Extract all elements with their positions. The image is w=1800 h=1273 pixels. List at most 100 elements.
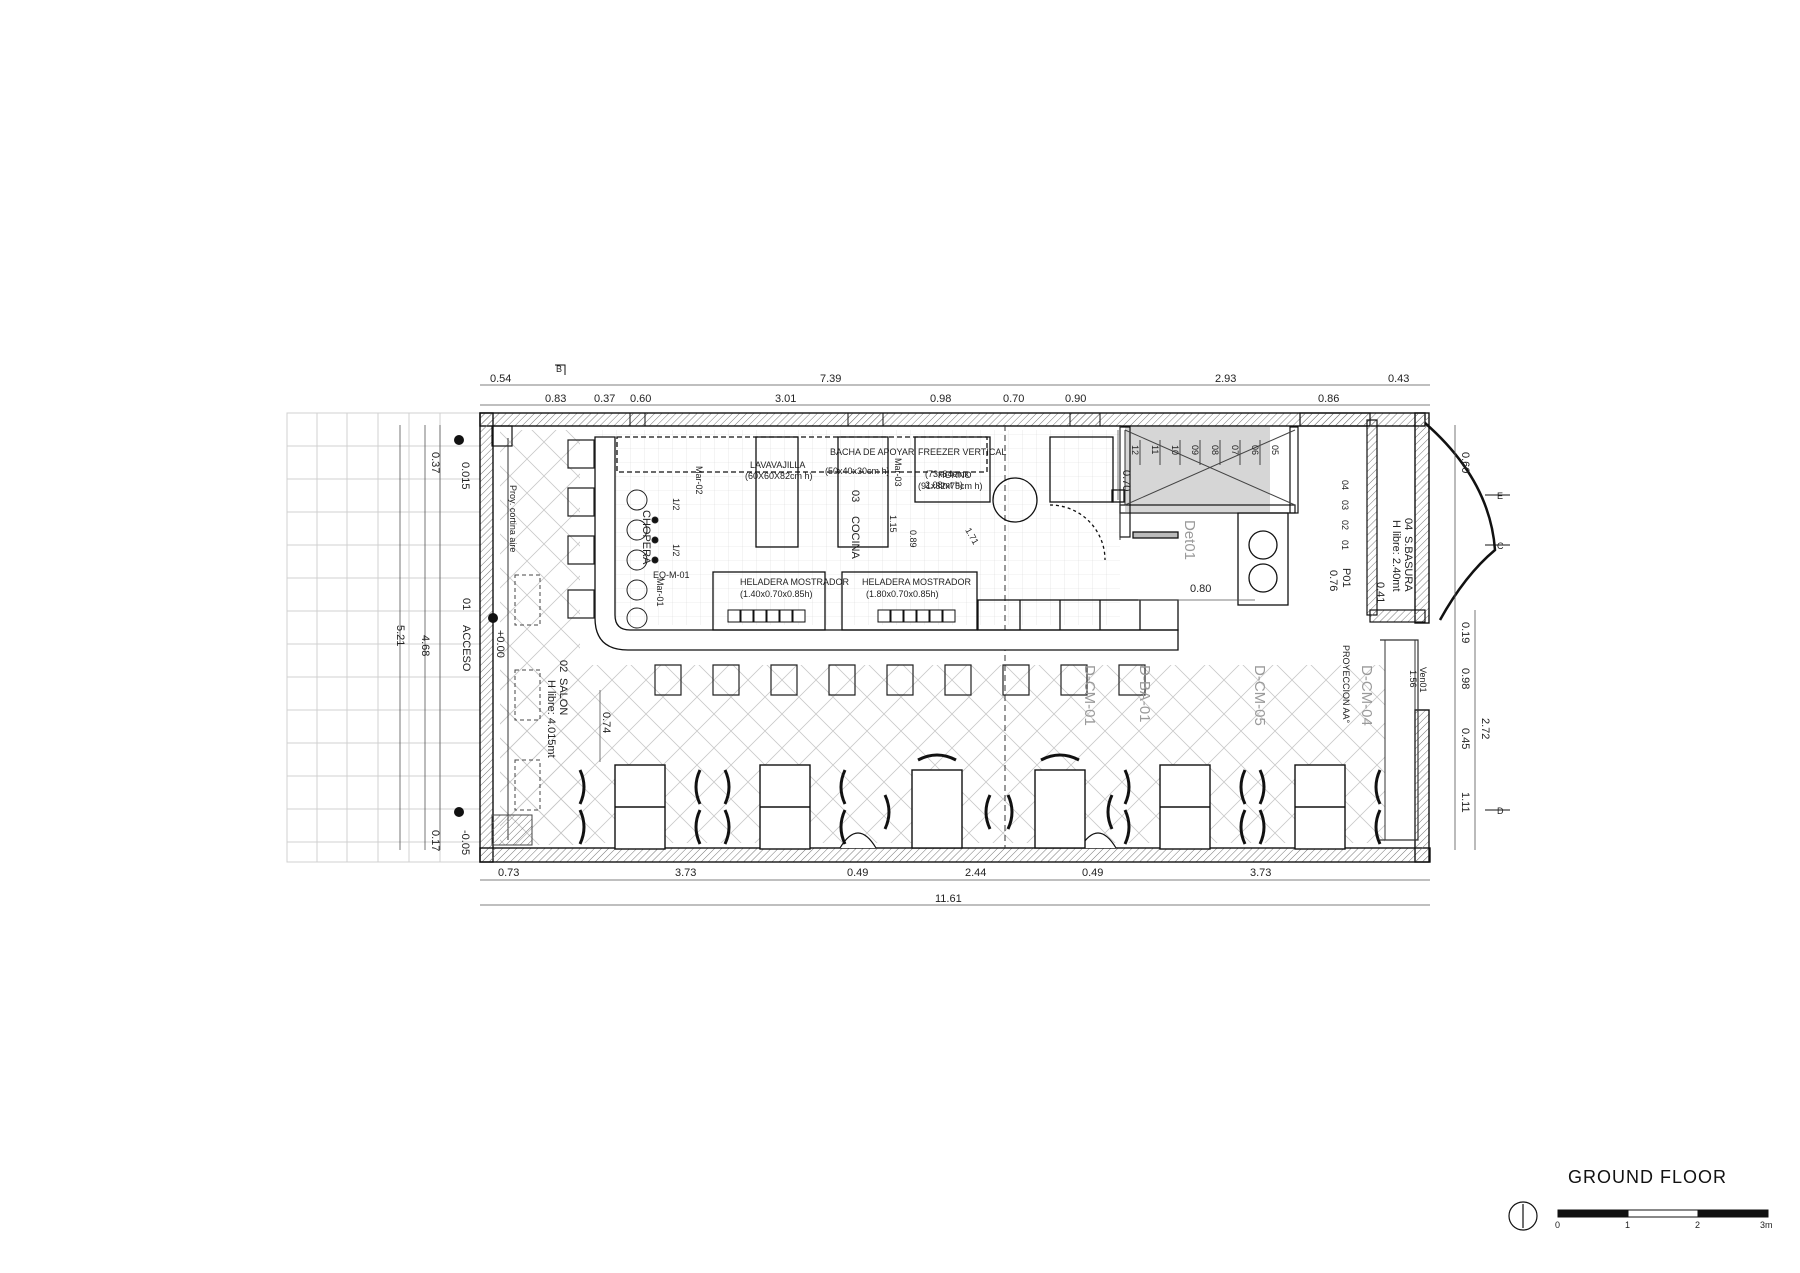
dim-bottom-5: 3.73 xyxy=(1250,867,1271,879)
acceso-floor-pattern xyxy=(500,430,580,845)
dim-inner-1: 0.37 xyxy=(594,393,615,405)
scale-label-3: 3m xyxy=(1760,1220,1773,1230)
room-salon-number: 02 xyxy=(557,660,569,672)
dim-left-2: 5.21 xyxy=(394,625,406,646)
dim-left-1: 0.015 xyxy=(459,462,471,490)
stair-treads xyxy=(1124,429,1296,506)
tag-det01: Det01 xyxy=(1181,520,1198,560)
dim-int-3: 1/2 xyxy=(671,498,681,511)
dim-inner-4: 0.98 xyxy=(930,393,951,405)
room-basura-height: H libre: 2.40mt xyxy=(1390,520,1402,592)
section-markers xyxy=(555,364,1510,811)
svg-text:08: 08 xyxy=(1210,445,1220,455)
tag-dcm04: D-CM-04 xyxy=(1358,665,1375,726)
proy-cortina-label: Proy. cortina aire xyxy=(508,485,518,552)
dim-top-2: 2.93 xyxy=(1215,373,1236,385)
svg-text:12: 12 xyxy=(1130,445,1140,455)
tag-dcm05: D-CM-05 xyxy=(1251,665,1268,726)
mar-01-label: Mar-01 xyxy=(655,578,665,607)
tag-p01-dim: 0.76 xyxy=(1327,570,1339,591)
section-mark-d: D xyxy=(1497,806,1504,816)
dim-int-2: 0.74 xyxy=(600,712,612,733)
mar-02-label: Mar-02 xyxy=(694,466,704,495)
dim-bottom-1: 3.73 xyxy=(675,867,696,879)
dimension-lines xyxy=(399,384,1476,906)
tag-p01: P01 xyxy=(1340,568,1352,588)
dim-bottom-0: 0.73 xyxy=(498,867,519,879)
eq-label: EQ-M-01 xyxy=(653,570,690,580)
dim-int-5: 1.15 xyxy=(888,515,898,533)
heladera1-size: (1.40x0.70x0.85h) xyxy=(740,589,813,599)
level-markers xyxy=(454,435,498,817)
heladera2-size: (1.80x0.70x0.85h) xyxy=(866,589,939,599)
dim-right-4: 0.45 xyxy=(1459,728,1471,749)
mar-03-label: Mar-03 xyxy=(893,458,903,487)
svg-text:07: 07 xyxy=(1230,445,1240,455)
dim-right-1: 0.19 xyxy=(1459,622,1471,643)
svg-text:03: 03 xyxy=(1340,500,1350,510)
exterior-walls xyxy=(479,412,1497,863)
dim-top-0: 0.54 xyxy=(490,373,511,385)
dim-right-2: 0.98 xyxy=(1459,668,1471,689)
svg-text:06: 06 xyxy=(1250,445,1260,455)
bar-counter xyxy=(594,436,1289,651)
dim-int-0: 0.70 xyxy=(1120,470,1132,491)
dim-int-6: 0.89 xyxy=(908,530,918,548)
dim-inner-6: 0.90 xyxy=(1065,393,1086,405)
bacha-size: (50x40x30cm h) xyxy=(825,466,890,476)
svg-text:04: 04 xyxy=(1340,480,1350,490)
dim-int-4: 1/2 xyxy=(671,544,681,557)
dim-int-1: 0.80 xyxy=(1190,583,1211,595)
dim-left-6: -0.05 xyxy=(459,830,471,855)
horno-size: (91x82x75cm h) xyxy=(918,481,983,491)
svg-text:01: 01 xyxy=(1340,540,1350,550)
room-salon-name: SALON xyxy=(557,678,569,715)
dim-right-5: 1.11 xyxy=(1459,792,1471,813)
dim-inner-3: 3.01 xyxy=(775,393,796,405)
dim-left-5: 0.17 xyxy=(429,830,441,851)
freezer-size2: 2.08mt h) xyxy=(925,480,963,490)
dim-inner-5: 0.70 xyxy=(1003,393,1024,405)
tag-dcm01: D-CM-01 xyxy=(1081,665,1098,726)
acceso-benches xyxy=(514,574,541,811)
section-mark-e: E xyxy=(1497,491,1503,501)
dim-left-3: 4.68 xyxy=(419,635,431,656)
scale-label-2: 2 xyxy=(1695,1220,1700,1230)
chopera-taps xyxy=(626,489,659,629)
bacha-name: BACHA DE APOYAR xyxy=(830,447,915,457)
dim-inner-2: 0.60 xyxy=(630,393,651,405)
tag-ven01: Ven01 xyxy=(1418,667,1428,693)
lavavajilla-size: (60X60X82cm h) xyxy=(745,471,813,481)
heladera1-name: HELADERA MOSTRADOR xyxy=(740,577,850,587)
dim-right-0: 0.60 xyxy=(1459,452,1471,473)
page-title: GROUND FLOOR xyxy=(1568,1167,1728,1187)
room-basura-number: 04 xyxy=(1402,518,1414,530)
tag-proyeccion: PROYECCION AA° xyxy=(1341,645,1351,724)
entry-mat xyxy=(491,814,533,846)
svg-text:11: 11 xyxy=(1150,445,1160,454)
horno-name: HORNO xyxy=(938,470,972,480)
dim-left-0: 0.37 xyxy=(429,452,441,473)
lavavajilla-name: LAVAVAJILLA xyxy=(750,460,805,470)
section-mark-c: C xyxy=(1497,541,1504,551)
dim-bottom-total: 11.61 xyxy=(935,893,962,905)
room-acceso-name: ACCESO xyxy=(460,625,472,672)
dim-int-8: 0.41 xyxy=(1374,582,1386,603)
dim-right-3: 2.72 xyxy=(1479,718,1491,739)
chopera-label: CHOPERA xyxy=(640,510,652,565)
freezer-size: (73x84cmx xyxy=(925,469,970,479)
dim-inner-0: 0.83 xyxy=(545,393,566,405)
svg-text:09: 09 xyxy=(1190,445,1200,455)
scale-label-0: 0 xyxy=(1555,1220,1560,1230)
dining-chairs xyxy=(578,753,1382,845)
tag-ven01-dim: 1.56 xyxy=(1408,670,1418,688)
room-acceso-number: 01 xyxy=(460,598,472,610)
dim-top-1: 7.39 xyxy=(820,373,841,385)
tag-dba01: D-BA-01 xyxy=(1136,665,1153,723)
stair-numbers: 12 11 10 09 08 07 06 05 04 03 02 01 xyxy=(1130,445,1350,550)
heladera2-name: HELADERA MOSTRADOR xyxy=(862,577,972,587)
dim-top-3: 0.43 xyxy=(1388,373,1409,385)
room-basura-name: S.BASURA xyxy=(1402,536,1414,592)
freezer-name: FREEZER VERTICAL xyxy=(918,447,1006,457)
room-cocina-number: 03 xyxy=(849,490,861,502)
